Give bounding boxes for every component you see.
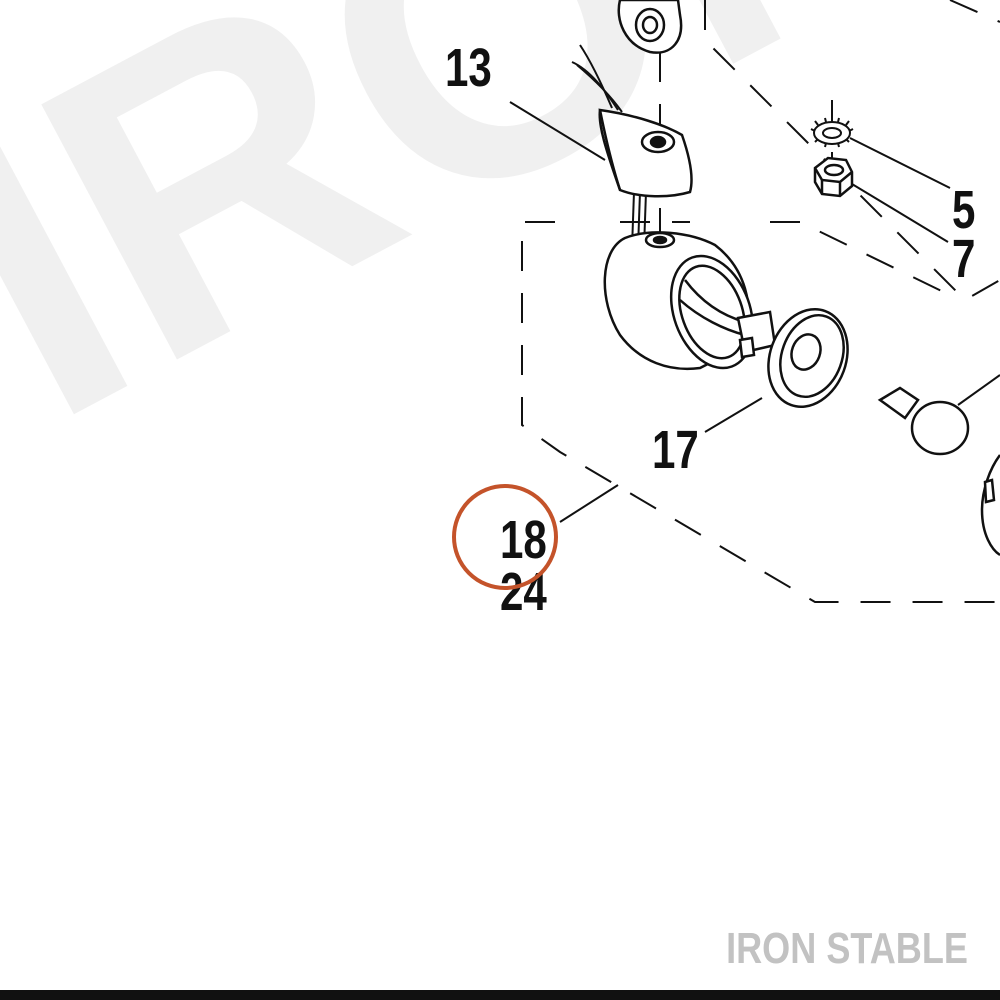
group-outline-lower — [521, 221, 1000, 603]
bulb-icon — [877, 374, 1000, 456]
bottom-bar — [0, 990, 1000, 1000]
callout-17: 17 — [652, 420, 699, 480]
callout-24: 24 — [500, 562, 547, 622]
partial-part-icon — [980, 454, 1000, 557]
leader-7 — [851, 183, 949, 243]
upper-mount-icon — [617, 0, 683, 54]
leader-18 — [559, 484, 619, 523]
brand-logo: IRON STABLE — [726, 924, 968, 973]
callout-13: 13 — [445, 38, 492, 98]
callout-5: 5 — [952, 180, 975, 240]
group-divider — [770, 221, 961, 301]
leader-5 — [849, 137, 951, 189]
top-right-lead — [949, 0, 1000, 23]
lock-washer-icon — [810, 117, 854, 148]
callout-7: 7 — [952, 229, 975, 289]
leader-13 — [509, 101, 606, 161]
watermark-text: IRON — [0, 0, 1000, 507]
lamp-housing-icon — [603, 231, 755, 371]
hex-nut-icon — [813, 156, 854, 198]
leader-lines — [509, 101, 951, 523]
callout-labels: 13 5 7 17 18 24 — [445, 38, 975, 622]
mount-bracket-icon — [598, 108, 693, 198]
highlight-circle — [452, 484, 558, 590]
watermark: IRON — [0, 0, 1000, 507]
leader-17 — [704, 397, 763, 433]
lens-icon — [736, 308, 849, 408]
callout-18: 18 — [500, 510, 547, 570]
